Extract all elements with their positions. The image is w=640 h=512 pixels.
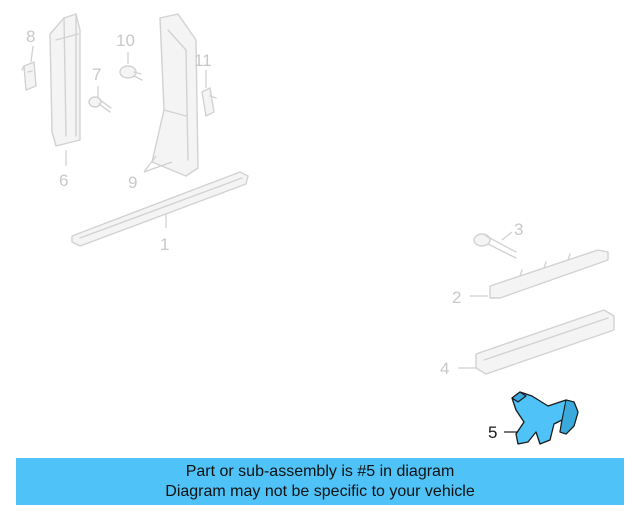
callout-3[interactable]: 3 [514,220,523,239]
callout-5[interactable]: 5 [488,423,497,442]
part-10-push-clip [119,65,143,81]
part-5-bracket[interactable] [511,391,579,445]
leader-9 [143,155,173,173]
part-2-rocker-bracket [489,249,609,299]
callout-2[interactable]: 2 [452,288,461,307]
part-4-rocker-molding [475,309,615,375]
part-7-screw [88,96,112,113]
callout-6[interactable]: 6 [59,171,68,190]
part-8-clip [21,61,37,91]
info-banner: Part or sub-assembly is #5 in diagram Di… [16,458,624,505]
callout-11[interactable]: 11 [194,51,212,70]
part-9-pillar-trim [151,13,199,177]
banner-line-1: Part or sub-assembly is #5 in diagram [185,462,455,480]
part-1-sill-molding [71,171,249,247]
callout-4[interactable]: 4 [440,359,449,378]
leader-3 [501,231,513,241]
part-11-clip [201,87,217,117]
banner-line-2: Diagram may not be specific to your vehi… [165,482,475,500]
leader-8 [30,45,34,63]
parts-diagram: 8 6 10 7 9 11 1 3 [21,13,615,445]
callout-8[interactable]: 8 [26,27,35,46]
callout-9[interactable]: 9 [128,173,137,192]
callout-10[interactable]: 10 [116,31,135,50]
callout-1[interactable]: 1 [160,235,169,254]
part-6-pillar-trim [49,13,81,147]
part-3-bolt [473,233,517,259]
callout-7[interactable]: 7 [92,65,101,84]
